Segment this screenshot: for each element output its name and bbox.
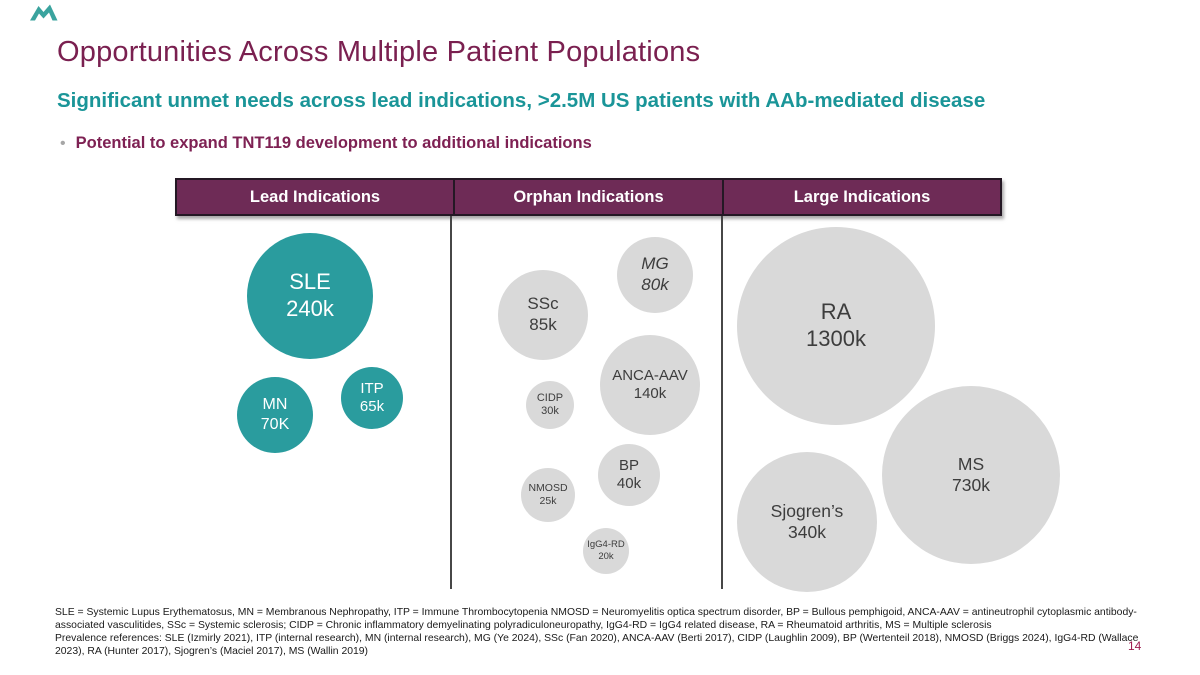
bubble-label: ITP [360,379,384,397]
bubble-value: 340k [788,522,826,542]
bubble-label: SLE [289,269,331,295]
slide-subtitle: Significant unmet needs across lead indi… [57,89,986,112]
bullet-marker-icon: • [60,135,66,152]
bubble-sle: SLE 240k [247,233,373,359]
bullet-item: • Potential to expand TNT119 development… [60,133,1060,154]
page-number: 14 [1128,639,1142,653]
bubble-value: 730k [952,475,990,495]
bubble-ssc: SSc 85k [498,270,588,360]
bubble-label: MG [641,254,669,274]
bubble-value: 1300k [806,326,866,351]
bubble-label: BP [618,456,639,474]
bubble-anca-aav: ANCA-AAV 140k [600,335,700,435]
bubble-value: 25k [539,495,557,507]
column-divider-orphan-large [721,216,723,589]
bubble-label: CIDP [536,391,564,404]
footnote-line: SLE = Systemic Lupus Erythematosus, MN =… [55,607,1137,618]
column-divider-lead-orphan [450,216,452,589]
bubble-nmosd: NMOSD 25k [521,468,575,522]
bubble-label: MN [262,396,288,414]
header-cell-orphan-indications: Orphan Indications [453,180,722,214]
bubble-label: SSc [527,294,559,314]
bubble-bp: BP 40k [598,444,660,506]
footnote-line: associated vasculitides, SSc = Systemic … [55,620,992,631]
footnote-line: 2023), RA (Hunter 2017), Sjogren’s (Maci… [55,646,369,657]
bubble-label: IgG4-RD [587,539,625,551]
bubble-cidp: CIDP 30k [526,381,574,429]
header-cell-lead-indications: Lead Indications [249,187,381,206]
footnotes: SLE = Systemic Lupus Erythematosus, MN =… [55,606,1175,658]
bubble-value: 140k [633,385,667,402]
bubble-value: 65k [359,398,385,415]
bubble-value: 70K [260,416,290,433]
bubble-value: 240k [286,296,334,321]
bubble-label: MS [957,453,985,474]
bubble-itp: ITP 65k [341,367,403,429]
bubble-mn: MN 70K [237,377,313,453]
header-cell-large-indications: Large Indications [722,180,1000,214]
indications-table-header: Lead Indications Orphan Indications Larg… [175,178,1002,216]
bubble-value: 85k [529,315,557,334]
bubble-value: 80k [641,275,669,294]
bubble-value: 20k [598,551,614,562]
footnote-line: Prevalence references: SLE (Izmirly 2021… [55,633,1139,644]
bubble-label: Sjogren’s [770,500,844,521]
bullet-text: Potential to expand TNT119 development t… [75,134,592,152]
bubble-ra: RA 1300k [737,227,935,425]
bubble-ms: MS 730k [882,386,1060,564]
bubble-igg4-rd: IgG4-RD 20k [583,528,629,574]
brand-logo-icon [30,4,58,21]
slide-title: Opportunities Across Multiple Patient Po… [57,36,701,68]
bubble-label: ANCA-AAV [612,366,688,384]
bubble-value: 40k [616,475,642,492]
bubble-mg: MG 80k [617,237,693,313]
bubble-value: 30k [541,405,559,417]
bubble-label: NMOSD [528,482,568,495]
bubble-sjogrens: Sjogren’s 340k [737,452,877,592]
bubble-label: RA [820,299,852,325]
